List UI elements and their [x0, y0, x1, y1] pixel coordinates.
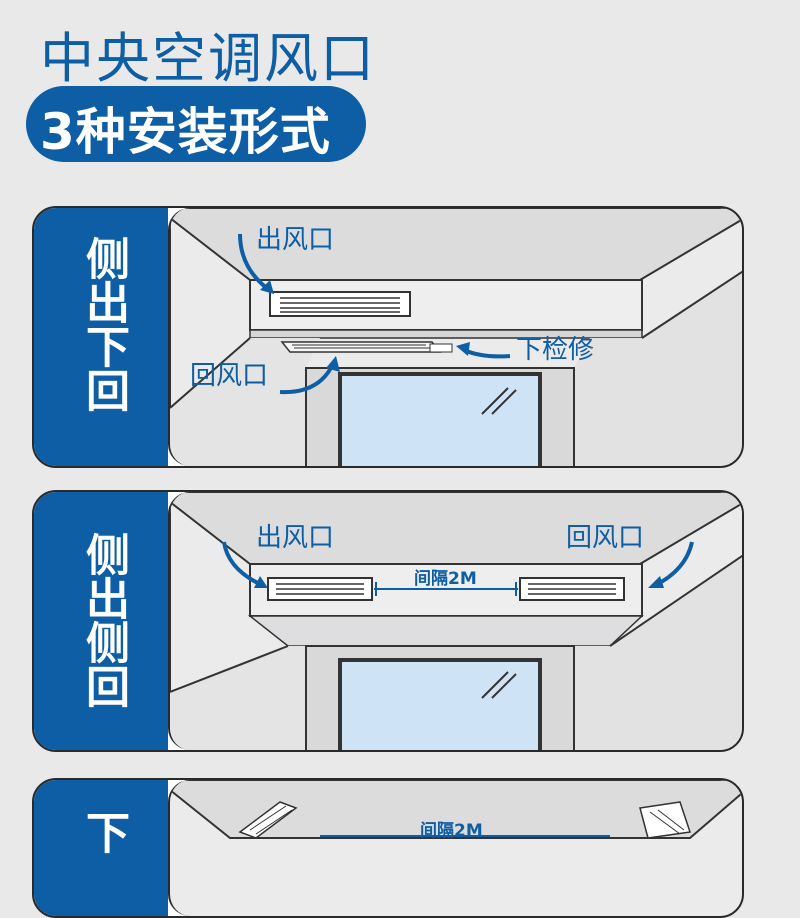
panel-bottom-out-bottom-return: 下 间隔2M: [32, 778, 744, 918]
panel-tab: [34, 492, 168, 750]
page-title: 中央空调风口: [40, 27, 376, 90]
bottom-return-grille: [280, 341, 453, 353]
panel-tab: [34, 208, 168, 466]
ceiling-illustration: 间隔2M 出风口 回风口: [170, 492, 742, 750]
spacing-label: 间隔2M: [414, 568, 477, 589]
return-label: 回风口: [566, 523, 644, 553]
panel-label: 侧出下回: [78, 236, 129, 412]
ceiling-illustration: 出风口 回风口 下检修: [170, 208, 742, 466]
ceiling-scene: 出风口 回风口 下检修: [168, 208, 742, 466]
return-label: 回风口: [190, 361, 268, 391]
panel-side-out-side-return: 侧出侧回: [32, 490, 744, 752]
spacing-label: 间隔2M: [420, 820, 483, 841]
window-glass: [338, 372, 542, 466]
side-outlet-grille: [267, 577, 373, 601]
side-outlet-grille: [269, 291, 411, 317]
page-subtitle: 3种安装形式: [40, 103, 331, 161]
panel-side-out-bottom-return: 侧出下回: [32, 206, 744, 468]
ceiling-scene: 间隔2M 出风口 回风口: [168, 492, 742, 750]
ceiling-scene: 间隔2M: [168, 780, 742, 916]
window-glass: [338, 658, 542, 750]
panel-label: 侧出侧回: [78, 532, 129, 708]
panel-label: 下: [78, 810, 129, 854]
ceiling-illustration: 间隔2M: [170, 780, 742, 841]
subtitle-pill: [26, 86, 366, 162]
outlet-label: 出风口: [256, 225, 334, 255]
side-return-grille: [519, 577, 625, 601]
inspection-label: 下检修: [516, 335, 594, 365]
outlet-label: 出风口: [256, 523, 334, 553]
